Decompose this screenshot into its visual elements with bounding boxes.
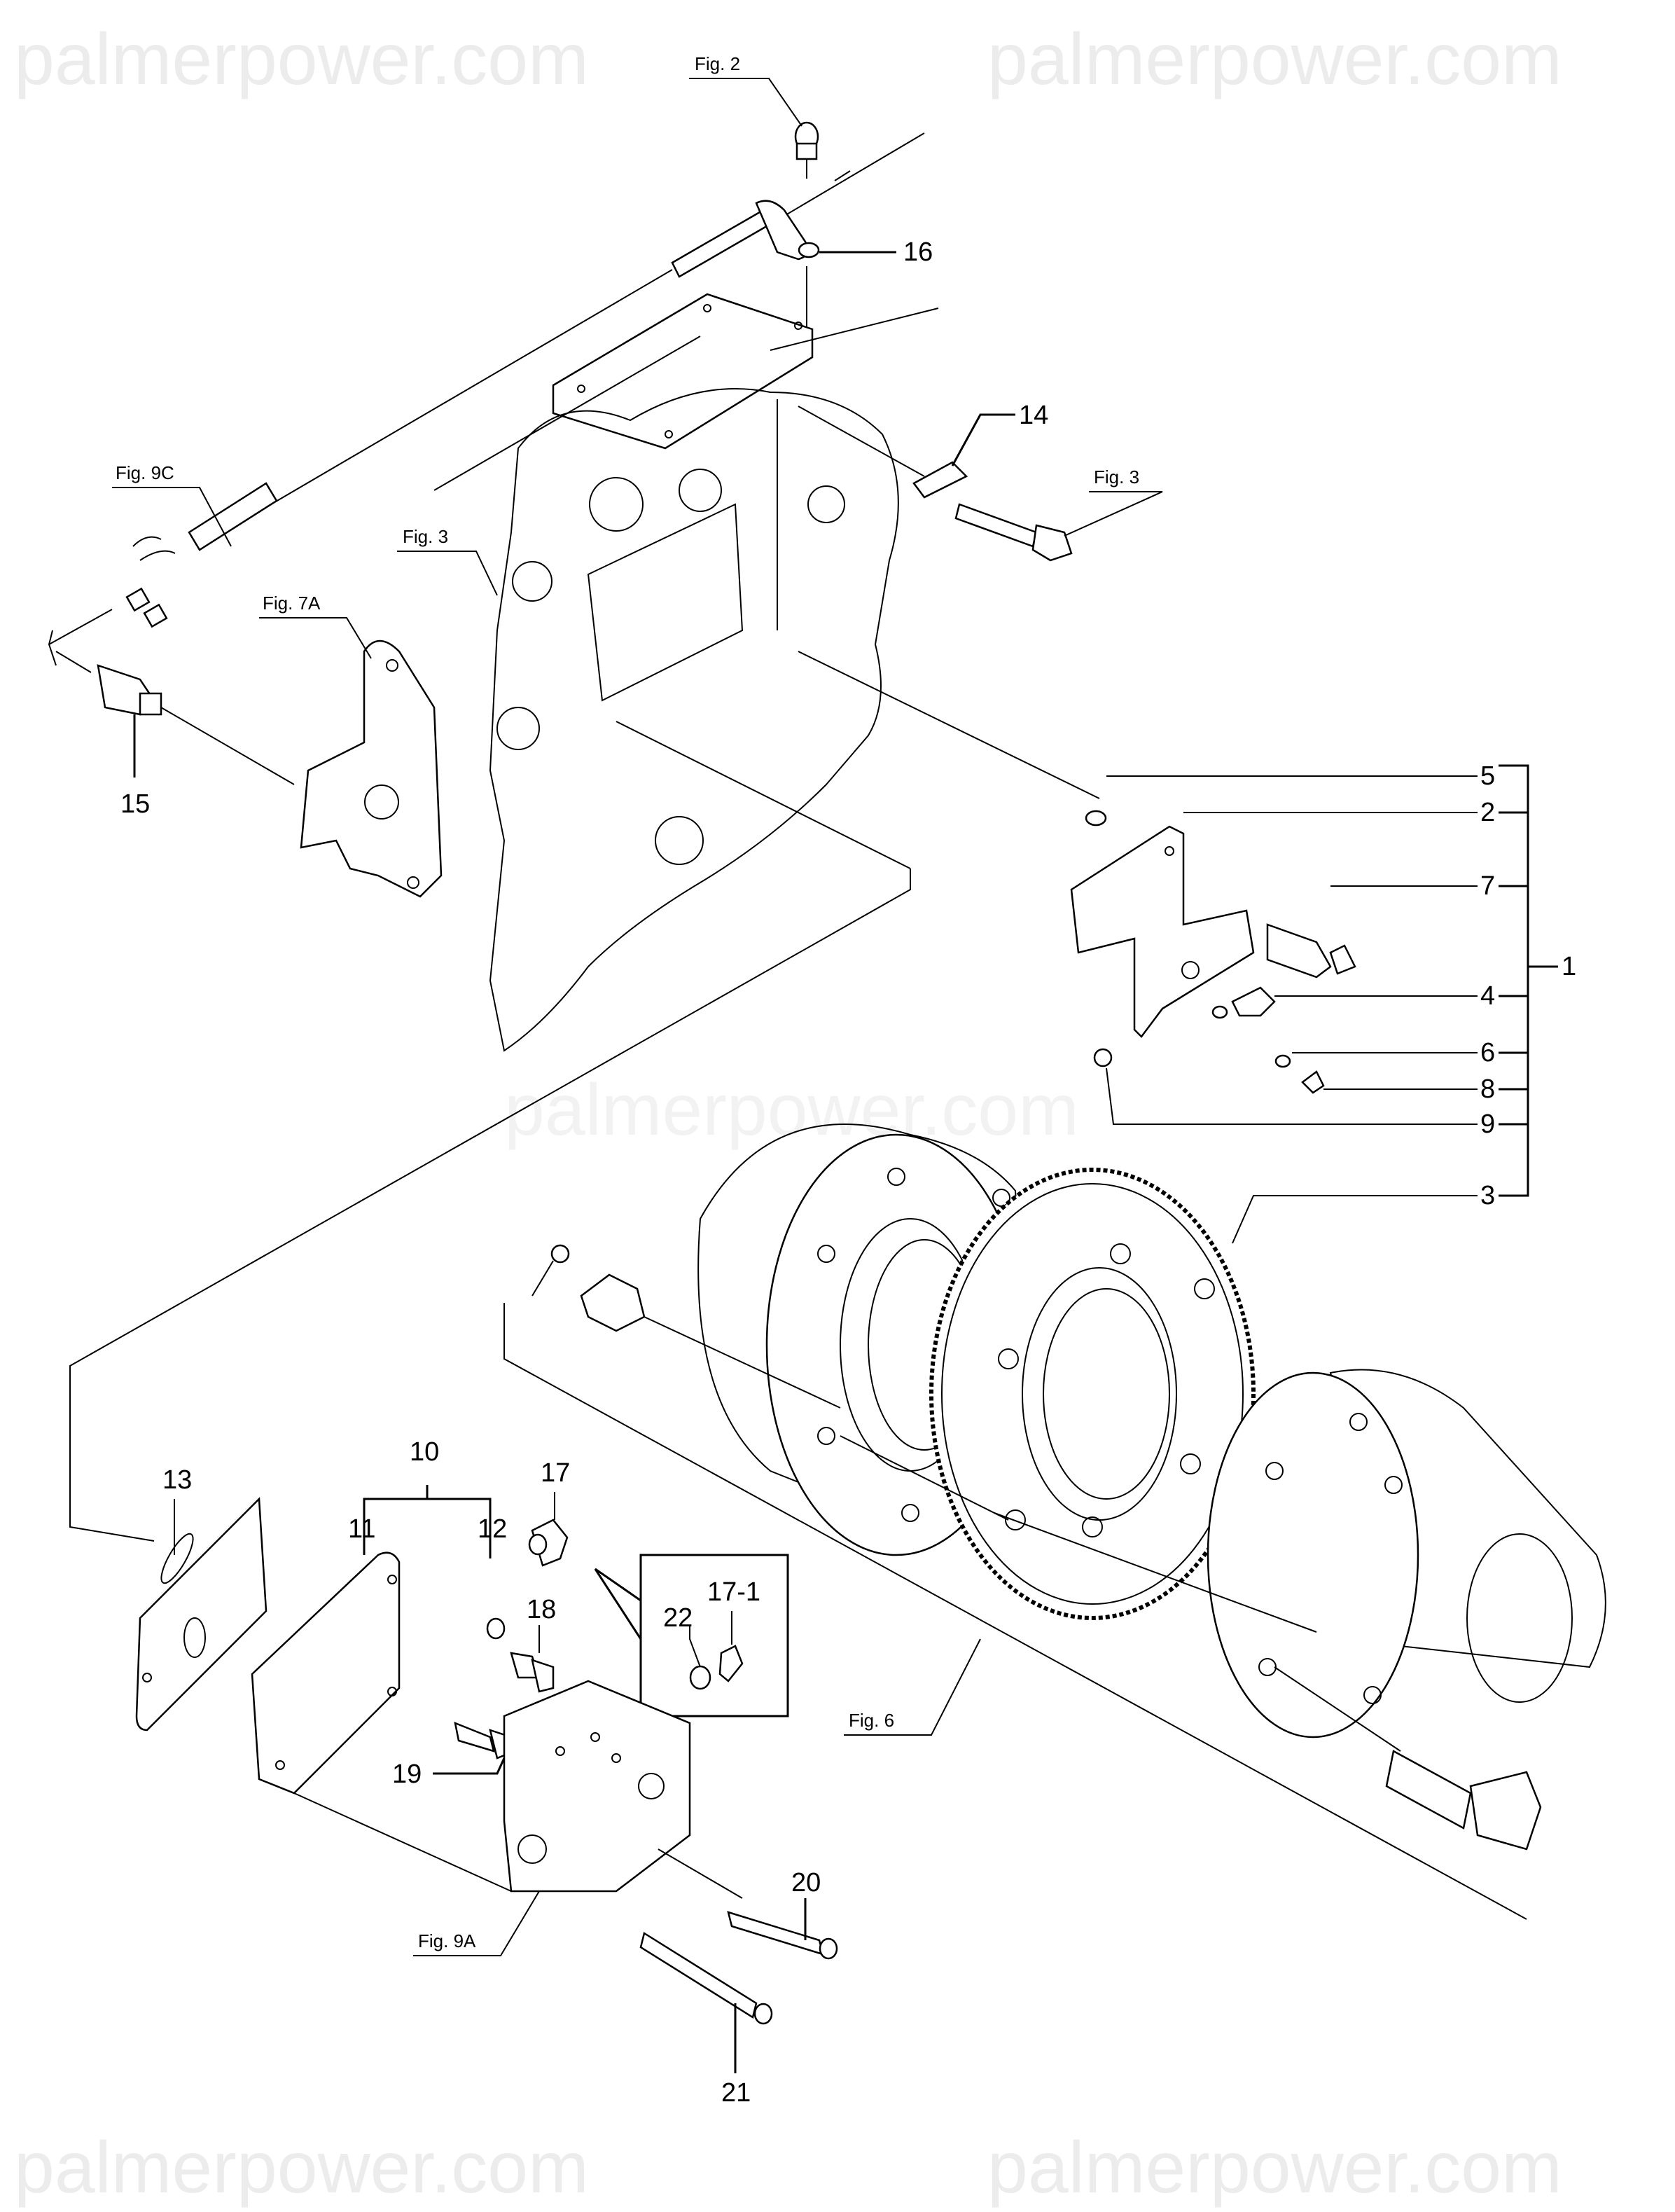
- callout-19: 19: [392, 1760, 422, 1789]
- callout-6: 6: [1480, 1038, 1495, 1067]
- callout-15: 15: [120, 789, 150, 819]
- harness-connector: [48, 482, 278, 673]
- leader-3: [1232, 1195, 1478, 1244]
- plate-14: [912, 461, 968, 499]
- watermark-top-left: palmerpower.com: [14, 19, 589, 100]
- callout-11: 11: [348, 1514, 375, 1544]
- plug-17: [528, 1519, 569, 1567]
- callout-3: 3: [1480, 1181, 1495, 1210]
- callout-2: 2: [1480, 798, 1495, 827]
- guide-line: [503, 1303, 1527, 1920]
- callout-20: 20: [791, 1868, 821, 1898]
- leader-fig9a: [413, 1890, 540, 1956]
- stud-21: [639, 1932, 773, 2025]
- callout-10: 10: [410, 1437, 439, 1467]
- callout-18: 18: [527, 1595, 556, 1624]
- guide-line: [840, 1435, 1009, 1521]
- ring-gear: [929, 1168, 1256, 1620]
- fig-ref-3-bolt[interactable]: Fig. 3: [1094, 466, 1139, 488]
- plate: [552, 293, 814, 450]
- guide-line: [994, 1512, 1317, 1633]
- fig-ref-9c[interactable]: Fig. 9C: [116, 462, 174, 483]
- valve-block: [503, 1680, 691, 1893]
- leader-fig2: [689, 78, 802, 127]
- leader-19: [433, 1757, 506, 1775]
- fig-ref-7a[interactable]: Fig. 7A: [263, 593, 321, 614]
- leader-fig3-bolt: [1064, 491, 1163, 537]
- watermark-center: palmerpower.com: [504, 1070, 1079, 1151]
- inset-detail-17: [594, 1554, 789, 1717]
- bracket-assembly: [1070, 810, 1356, 1094]
- fig-ref-2[interactable]: Fig. 2: [695, 53, 740, 74]
- callout-7: 7: [1480, 871, 1495, 901]
- callout-1: 1: [1562, 952, 1576, 981]
- watermark-bottom-right: palmerpower.com: [987, 2127, 1562, 2208]
- stud-20: [727, 1911, 838, 1960]
- guide-line: [616, 721, 911, 869]
- callout-21: 21: [721, 2078, 751, 2108]
- leader-fig3-engine: [397, 551, 498, 596]
- bracket-group-10: [363, 1485, 492, 1558]
- bolt-fig2: [794, 121, 819, 179]
- guide-line: [658, 1848, 743, 1899]
- engine-block: [433, 307, 939, 1052]
- sensor-15: [97, 664, 162, 716]
- bracket-group-1: [1499, 764, 1558, 1197]
- callout-8: 8: [1480, 1074, 1495, 1104]
- leader-fig7a: [259, 617, 372, 659]
- callout-14: 14: [1019, 401, 1048, 430]
- callout-5: 5: [1480, 761, 1495, 791]
- fig-ref-3-engine[interactable]: Fig. 3: [403, 526, 448, 547]
- wire-harness: [258, 132, 925, 512]
- plug-12: [486, 1617, 506, 1640]
- gasket-13: [135, 1497, 267, 1731]
- watermark-bottom-left: palmerpower.com: [14, 2127, 589, 2208]
- guide-line: [798, 651, 1100, 799]
- callout-12: 12: [478, 1514, 507, 1544]
- guide-line: [160, 707, 295, 785]
- leader-fig6: [844, 1638, 981, 1736]
- coupling-bolt: [1385, 1750, 1542, 1851]
- leader-fig9c: [112, 487, 232, 547]
- guide-line: [798, 406, 925, 477]
- leader-9: [1106, 1067, 1478, 1125]
- leader-14: [951, 413, 1015, 466]
- guide-line: [69, 869, 911, 1542]
- guide-line: [293, 1792, 512, 1892]
- bolt-18: [510, 1652, 555, 1693]
- flywheel-hub: [1207, 1369, 1606, 1739]
- plate-11: [251, 1551, 401, 1795]
- governor-bracket: [300, 640, 443, 898]
- callout-17-1: 17-1: [707, 1577, 760, 1607]
- bolt-fig3: [954, 503, 1073, 562]
- fig-ref-6[interactable]: Fig. 6: [849, 1710, 894, 1731]
- guide-line: [1274, 1666, 1401, 1752]
- callout-13: 13: [162, 1465, 192, 1495]
- callout-9: 9: [1480, 1110, 1495, 1139]
- guide-line: [644, 1316, 841, 1409]
- callout-16: 16: [903, 237, 933, 267]
- fig-ref-9a[interactable]: Fig. 9A: [418, 1930, 476, 1951]
- callout-17: 17: [541, 1458, 570, 1488]
- castle-nut-and-pin: [531, 1244, 646, 1332]
- callout-4: 4: [1480, 981, 1495, 1011]
- watermark-top-right: palmerpower.com: [987, 19, 1562, 100]
- callout-22: 22: [663, 1603, 693, 1633]
